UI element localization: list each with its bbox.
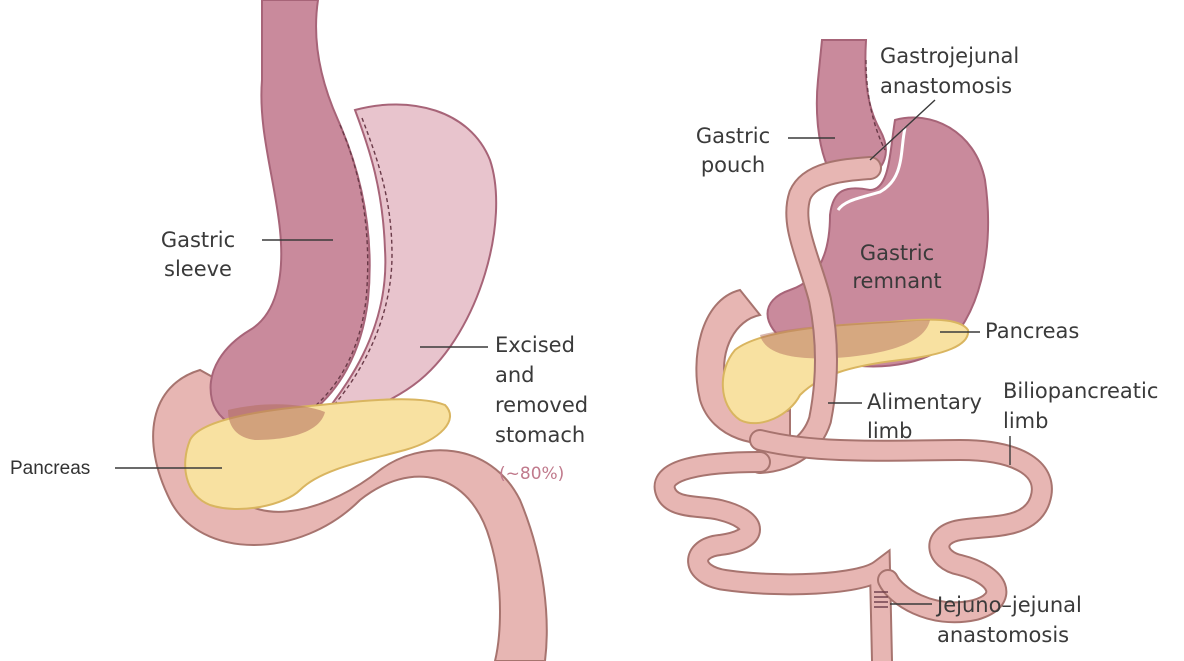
- label-biliopancreatic-2: limb: [1003, 409, 1048, 433]
- label-excised-1: Excised: [495, 333, 575, 357]
- label-excised-2: and: [495, 363, 535, 387]
- label-gastric-remnant-1: Gastric: [860, 241, 934, 265]
- label-gastrojejunal-2: anastomosis: [880, 74, 1012, 98]
- label-gastric-sleeve-2: sleeve: [164, 257, 232, 281]
- label-gastric-remnant-2: remnant: [852, 269, 941, 293]
- intestine-loops-fill: [665, 462, 882, 661]
- label-pancreas-right: Pancreas: [985, 319, 1079, 343]
- label-alimentary-2: limb: [867, 419, 912, 443]
- label-alimentary-1: Alimentary: [867, 390, 982, 414]
- label-biliopancreatic-1: Biliopancreatic: [1003, 379, 1158, 403]
- sleeve-gastrectomy-illustration: [153, 0, 547, 661]
- label-excised-4: stomach: [495, 423, 585, 447]
- label-gastric-sleeve-1: Gastric: [161, 228, 235, 252]
- label-gastric-pouch-2: pouch: [701, 153, 765, 177]
- label-jejuno-jejunal-2: anastomosis: [937, 623, 1069, 647]
- label-pancreas-left: Pancreas: [10, 458, 90, 479]
- label-gastrojejunal-1: Gastrojejunal: [880, 44, 1019, 68]
- label-excised-3: removed: [495, 393, 588, 417]
- label-excised-percent: (~80%): [499, 464, 564, 484]
- label-gastric-pouch-1: Gastric: [696, 124, 770, 148]
- label-jejuno-jejunal-1: Jejuno–jejunal: [935, 593, 1082, 617]
